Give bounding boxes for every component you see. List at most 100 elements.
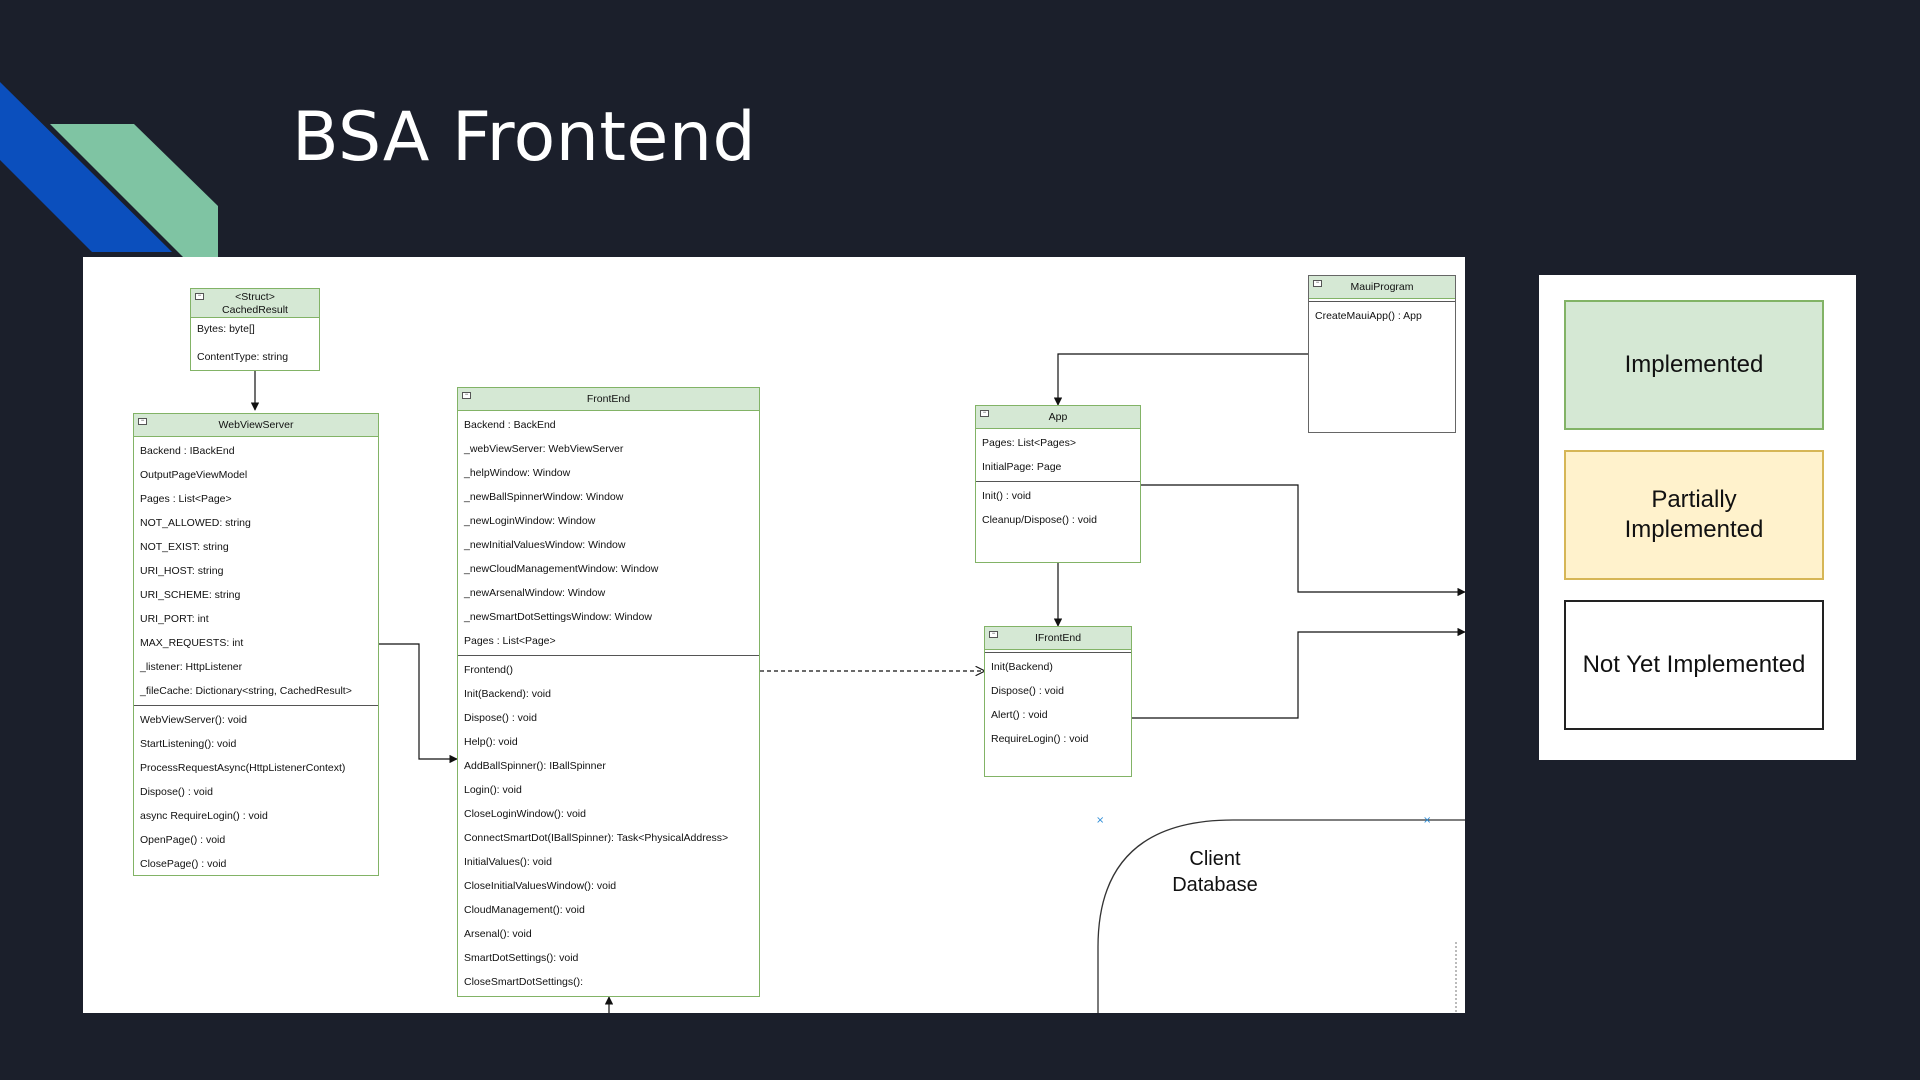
- class-field: _newSmartDotSettingsWindow: Window: [464, 611, 652, 623]
- class-field: InitialPage: Page: [982, 461, 1062, 473]
- class-method: ClosePage() : void: [140, 858, 227, 870]
- class-method: AddBallSpinner(): IBallSpinner: [464, 760, 606, 772]
- class-field: URI_PORT: int: [140, 613, 209, 625]
- methods-section: WebViewServer(): void StartListening(): …: [134, 705, 378, 878]
- class-method: CloseLoginWindow(): void: [464, 808, 586, 820]
- client-database-shape: [1097, 819, 1465, 1013]
- class-method: Init(Backend): void: [464, 688, 551, 700]
- class-mauiprogram[interactable]: − MauiProgram CreateMauiApp() : App: [1308, 275, 1456, 433]
- class-cachedresult[interactable]: − <Struct> CachedResult Bytes: byte[] Co…: [190, 288, 320, 371]
- class-name: FrontEnd: [586, 393, 631, 405]
- class-header[interactable]: − MauiProgram: [1309, 276, 1455, 299]
- legend-not-implemented: Not Yet Implemented: [1564, 600, 1824, 730]
- class-ifrontend[interactable]: − IFrontEnd Init(Backend) Dispose() : vo…: [984, 626, 1132, 777]
- legend-implemented: Implemented: [1564, 300, 1824, 430]
- class-name: IFrontEnd: [1034, 632, 1082, 644]
- class-field: URI_HOST: string: [140, 565, 224, 577]
- class-method: StartListening(): void: [140, 738, 237, 750]
- fields-section: Pages: List<Pages> InitialPage: Page: [976, 429, 1140, 481]
- class-field: _newLoginWindow: Window: [464, 515, 596, 527]
- class-method: Dispose() : void: [464, 712, 537, 724]
- class-method: async RequireLogin() : void: [140, 810, 268, 822]
- class-method: CreateMauiApp() : App: [1315, 310, 1422, 322]
- class-app[interactable]: − App Pages: List<Pages> InitialPage: Pa…: [975, 405, 1141, 563]
- class-header[interactable]: − FrontEnd: [458, 388, 759, 411]
- class-field: Backend : BackEnd: [464, 419, 556, 431]
- class-method: Dispose() : void: [991, 685, 1064, 697]
- class-method: SmartDotSettings(): void: [464, 952, 579, 964]
- class-method: WebViewServer(): void: [140, 714, 247, 726]
- class-method: InitialValues(): void: [464, 856, 552, 868]
- collapse-icon[interactable]: −: [138, 418, 147, 425]
- class-frontend[interactable]: − FrontEnd Backend : BackEnd _webViewSer…: [457, 387, 760, 997]
- class-field: NOT_ALLOWED: string: [140, 517, 251, 529]
- legend-panel: Implemented Partially Implemented Not Ye…: [1539, 275, 1856, 760]
- class-field: _listener: HttpListener: [140, 661, 243, 673]
- class-method: ProcessRequestAsync(HttpListenerContext): [140, 762, 346, 774]
- class-header[interactable]: − App: [976, 406, 1140, 429]
- class-header[interactable]: − WebViewServer: [134, 414, 378, 437]
- legend-label: Implemented: [1624, 516, 1764, 543]
- class-field: Backend : IBackEnd: [140, 445, 235, 457]
- slide-title: BSA Frontend: [292, 98, 757, 177]
- class-name: WebViewServer: [218, 419, 294, 431]
- class-webviewserver[interactable]: − WebViewServer Backend : IBackEnd Outpu…: [133, 413, 379, 876]
- class-method: Frontend(): [464, 664, 514, 676]
- connector-mauiprogram-app: [1053, 353, 1308, 406]
- class-field: _newArsenalWindow: Window: [464, 587, 606, 599]
- class-field: Pages: List<Pages>: [982, 437, 1076, 449]
- connector-webviewserver-frontend: [379, 643, 458, 764]
- methods-section: Init(Backend) Dispose() : void Alert() :…: [985, 652, 1131, 753]
- class-method: Help(): void: [464, 736, 518, 748]
- class-method: CloudManagement(): void: [464, 904, 585, 916]
- class-field: Pages : List<Page>: [140, 493, 232, 505]
- class-field: _helpWindow: Window: [464, 467, 571, 479]
- class-method: Cleanup/Dispose() : void: [982, 514, 1097, 526]
- class-method: Init(Backend): [991, 661, 1053, 673]
- legend-label: Implemented: [1624, 351, 1764, 378]
- class-method: Alert() : void: [991, 709, 1048, 721]
- selection-handle-icon: ×: [1096, 815, 1104, 826]
- class-header[interactable]: − IFrontEnd: [985, 627, 1131, 650]
- class-method: Init() : void: [982, 490, 1032, 502]
- class-field: _newCloudManagementWindow: Window: [464, 563, 659, 575]
- collapse-icon[interactable]: −: [989, 631, 998, 638]
- selection-handle-icon: ×: [1423, 815, 1431, 826]
- class-stereotype: <Struct>: [235, 291, 275, 303]
- connector-app-offpage: [1141, 484, 1465, 597]
- class-field: _webViewServer: WebViewServer: [464, 443, 624, 455]
- class-field: Bytes: byte[]: [197, 323, 255, 335]
- class-field: URI_SCHEME: string: [140, 589, 241, 601]
- class-method: RequireLogin() : void: [991, 733, 1089, 745]
- corner-decoration: [0, 82, 218, 260]
- blue-stripe-shape: [0, 82, 172, 252]
- legend-label: Partially: [1651, 486, 1737, 513]
- class-field: _newBallSpinnerWindow: Window: [464, 491, 624, 503]
- class-method: Dispose() : void: [140, 786, 213, 798]
- database-label-line: Client: [1189, 848, 1241, 870]
- collapse-icon[interactable]: −: [462, 392, 471, 399]
- class-method: ConnectSmartDot(IBallSpinner): Task<Phys…: [464, 832, 729, 844]
- collapse-icon[interactable]: −: [195, 293, 204, 300]
- class-method: OpenPage() : void: [140, 834, 226, 846]
- class-field: [191, 336, 319, 350]
- class-name: MauiProgram: [1350, 281, 1414, 293]
- legend-partially-implemented: Partially Implemented: [1564, 450, 1824, 580]
- methods-section: CreateMauiApp() : App: [1309, 301, 1455, 330]
- class-field: MAX_REQUESTS: int: [140, 637, 244, 649]
- collapse-icon[interactable]: −: [980, 410, 989, 417]
- connector-ifrontend-offpage: [1132, 627, 1465, 719]
- class-field: _newInitialValuesWindow: Window: [464, 539, 626, 551]
- class-header[interactable]: − <Struct> CachedResult: [191, 289, 319, 318]
- legend-label: Not Yet Implemented: [1582, 651, 1806, 678]
- client-database-label: Client Database: [1083, 846, 1347, 898]
- methods-section: Init() : void Cleanup/Dispose() : void: [976, 481, 1140, 534]
- diagram-connectors: × ×: [250, 353, 1465, 1013]
- class-method: CloseInitialValuesWindow(): void: [464, 880, 617, 892]
- collapse-icon[interactable]: −: [1313, 280, 1322, 287]
- class-method: Login(): void: [464, 784, 522, 796]
- class-field: _fileCache: Dictionary<string, CachedRes…: [140, 685, 352, 697]
- class-field: ContentType: string: [197, 351, 289, 363]
- class-field: NOT_EXIST: string: [140, 541, 229, 553]
- fields-section: Backend : IBackEnd OutputPageViewModel P…: [134, 437, 378, 705]
